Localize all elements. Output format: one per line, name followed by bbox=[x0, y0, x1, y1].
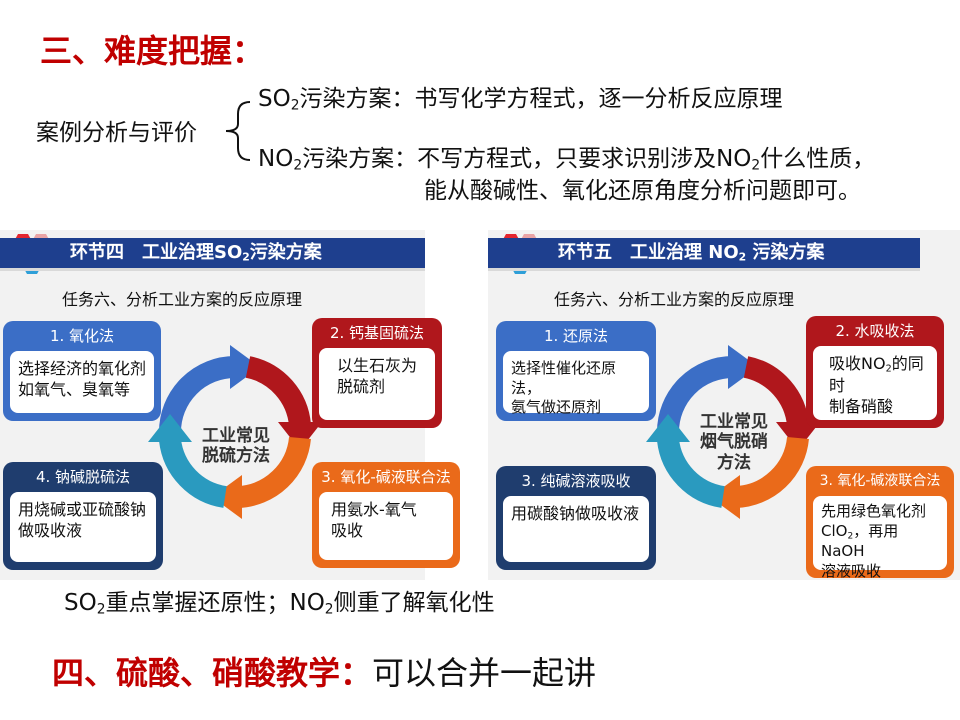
card-reduction: 1. 还原法 选择性催化还原法，氨气做还原剂 bbox=[496, 321, 656, 421]
card-soda-absorb: 3. 纯碱溶液吸收 用碳酸钠做吸收液 bbox=[496, 466, 656, 570]
summary-line: SO2重点掌握还原性；NO2侧重了解氧化性 bbox=[64, 590, 495, 618]
panel-so2: 环节四 工业治理SO2污染方案 任务六、分析工业方案的反应原理 工业常见脱硫方法… bbox=[0, 230, 460, 580]
no2-plan-line: NO2污染方案：不写方程式，只要求识别涉及NO2什么性质， bbox=[258, 146, 876, 174]
card-sodium-alkali: 4. 钠碱脱硫法 用烧碱或亚硫酸钠做吸收液 bbox=[3, 462, 163, 570]
section-4-heading: 四、硫酸、硝酸教学：可以合并一起讲 bbox=[52, 654, 597, 692]
card-oxidation: 1. 氧化法 选择经济的氧化剂如氧气、臭氧等 bbox=[3, 321, 161, 421]
panel-no2-header: 环节五 工业治理 NO2 污染方案 bbox=[488, 238, 920, 271]
no2-plan-line-2: 能从酸碱性、氧化还原角度分析问题即可。 bbox=[424, 178, 861, 204]
panel-no2-center: 工业常见烟气脱硝方法 bbox=[700, 412, 768, 473]
panel-so2-task: 任务六、分析工业方案的反应原理 bbox=[62, 290, 303, 309]
brace-icon bbox=[225, 101, 251, 161]
panel-no2-task: 任务六、分析工业方案的反应原理 bbox=[554, 290, 795, 309]
card-water-absorb: 2. 水吸收法 吸收NO2的同时 制备硝酸 bbox=[806, 316, 944, 428]
cycle-arrows-icon bbox=[148, 345, 322, 519]
card-calcium: 2. 钙基固硫法 以生石灰为脱硫剂 bbox=[312, 318, 442, 428]
section-3-heading: 三、难度把握： bbox=[40, 32, 265, 70]
card-oxidation-alkali: 3. 氧化-碱液联合法 用氨水-氧气吸收 bbox=[312, 462, 460, 568]
panel-so2-header: 环节四 工业治理SO2污染方案 bbox=[0, 238, 425, 271]
panel-no2: 环节五 工业治理 NO2 污染方案 任务六、分析工业方案的反应原理 工业常见烟气… bbox=[488, 230, 960, 580]
so2-plan-line: SO2污染方案：书写化学方程式，逐一分析反应原理 bbox=[258, 86, 783, 114]
cycle-arrows-icon bbox=[646, 345, 820, 519]
case-analysis-label: 案例分析与评价 bbox=[36, 120, 197, 146]
panel-so2-center: 工业常见脱硫方法 bbox=[202, 426, 270, 467]
card-oxidation-alkali-no2: 3. 氧化-碱液联合法 先用绿色氧化剂 ClO2，再用NaOH 溶液吸收 bbox=[806, 466, 954, 580]
